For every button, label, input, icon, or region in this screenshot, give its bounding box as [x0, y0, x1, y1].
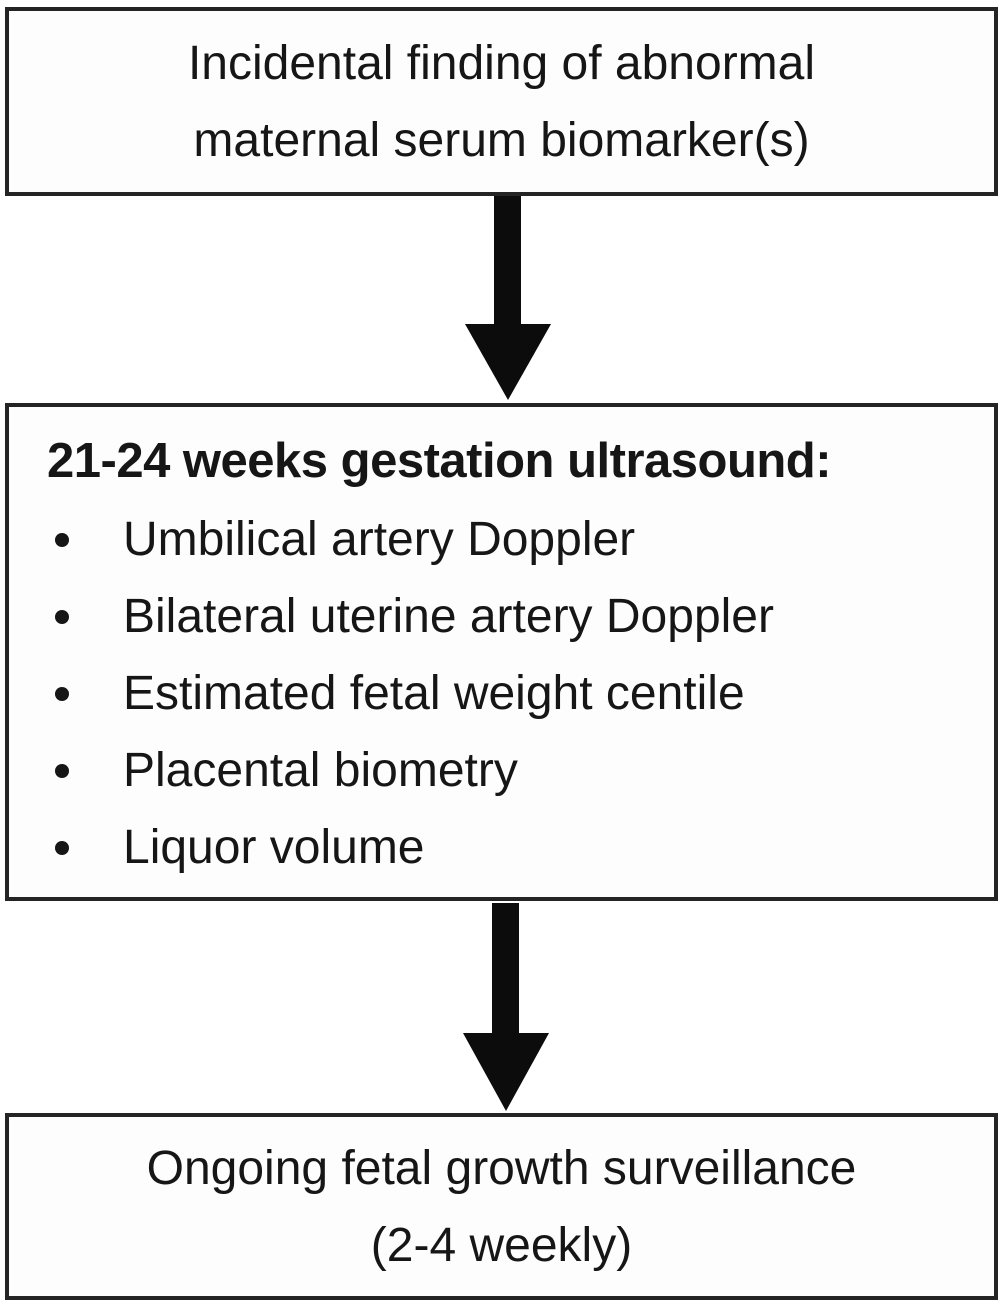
down-arrow-icon	[465, 196, 551, 400]
bullet-icon	[55, 686, 69, 701]
list-item: Bilateral uterine artery Doppler	[47, 578, 974, 655]
flow-node-ongoing-surveillance: Ongoing fetal growth surveillance (2-4 w…	[5, 1113, 998, 1300]
bullet-icon	[55, 609, 69, 624]
list-item: Estimated fetal weight centile	[47, 655, 974, 732]
bullet-icon	[55, 763, 69, 778]
bullet-icon	[55, 840, 69, 855]
down-arrow-head	[463, 1033, 549, 1111]
flow-node-incidental-finding: Incidental finding of abnormal maternal …	[5, 7, 998, 196]
incidental-finding-line-1: Incidental finding of abnormal	[187, 36, 816, 90]
down-arrow-head	[465, 324, 551, 400]
down-arrow-shaft	[494, 196, 521, 328]
ultrasound-heading: 21-24 weeks gestation ultrasound:	[47, 434, 832, 488]
bullet-label-bilateral-uterine-artery-doppler: Bilateral uterine artery Doppler	[123, 590, 774, 643]
bullet-label-liquor-volume: Liquor volume	[123, 821, 425, 874]
ultrasound-bullet-list: Umbilical artery Doppler Bilateral uteri…	[47, 501, 974, 886]
bullet-label-placental-biometry: Placental biometry	[123, 744, 518, 797]
bullet-label-umbilical-artery-doppler: Umbilical artery Doppler	[123, 513, 636, 566]
bullet-label-estimated-fetal-weight-centile: Estimated fetal weight centile	[123, 667, 745, 720]
flow-node-ultrasound-checklist: 21-24 weeks gestation ultrasound: Umbili…	[5, 403, 998, 901]
list-item: Placental biometry	[47, 732, 974, 809]
surveillance-line-1: Ongoing fetal growth surveillance	[146, 1141, 857, 1195]
down-arrow-shaft	[492, 903, 519, 1037]
down-arrow-icon	[463, 903, 549, 1111]
incidental-finding-line-2: maternal serum biomarker(s)	[193, 113, 810, 167]
list-item: Liquor volume	[47, 809, 974, 886]
surveillance-line-2: (2-4 weekly)	[370, 1218, 633, 1272]
list-item: Umbilical artery Doppler	[47, 501, 974, 578]
bullet-icon	[55, 532, 69, 547]
